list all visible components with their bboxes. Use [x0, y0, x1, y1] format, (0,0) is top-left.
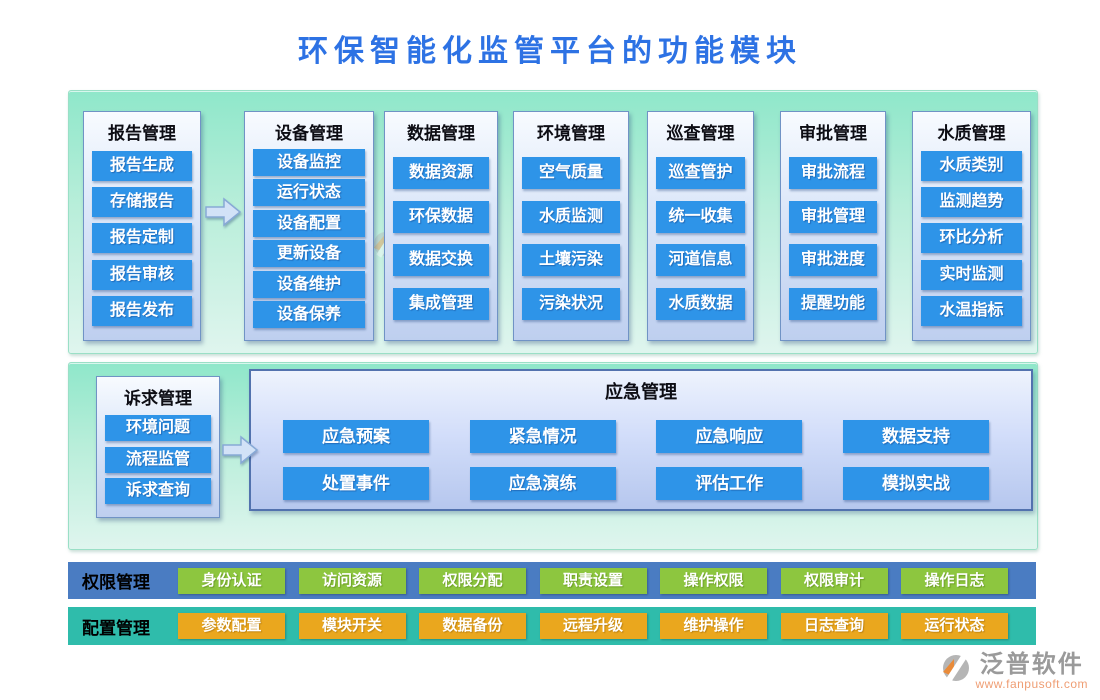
- module-item-button[interactable]: 环比分析: [921, 223, 1022, 254]
- module-column-header: 巡查管理: [666, 124, 735, 143]
- config-item-button[interactable]: 日志查询: [780, 613, 888, 639]
- module-column: 巡查管理 巡查管护统一收集河道信息水质数据: [647, 111, 754, 341]
- module-item-button[interactable]: 河道信息: [656, 244, 745, 277]
- appeal-item-button[interactable]: 流程监管: [105, 446, 211, 473]
- appeal-item-button[interactable]: 诉求查询: [105, 477, 211, 504]
- module-item-button[interactable]: 水温指标: [921, 295, 1022, 326]
- module-item-button[interactable]: 审批进度: [789, 244, 877, 277]
- emergency-item-button[interactable]: 紧急情况: [469, 420, 616, 453]
- module-item-button[interactable]: 设备维护: [253, 270, 365, 298]
- permission-item-button[interactable]: 身份认证: [178, 567, 285, 594]
- module-item-button[interactable]: 设备监控: [253, 148, 365, 176]
- permission-row: 权限管理 身份认证访问资源权限分配职责设置操作权限权限审计操作日志: [68, 562, 1036, 599]
- module-column-header: 数据管理: [407, 124, 475, 143]
- module-item-button[interactable]: 污染状况: [522, 288, 620, 321]
- emergency-item-button[interactable]: 应急预案: [283, 420, 429, 453]
- module-column: 审批管理 审批流程审批管理审批进度提醒功能: [780, 111, 886, 341]
- module-column-header: 环境管理: [537, 124, 605, 143]
- module-item-button[interactable]: 巡查管护: [656, 156, 745, 189]
- page-title: 环保智能化监管平台的功能模块: [298, 35, 802, 68]
- permission-item-button[interactable]: 职责设置: [539, 567, 647, 594]
- emergency-item-button[interactable]: 应急演练: [469, 467, 616, 500]
- config-row-label: 配置管理: [82, 618, 150, 638]
- emergency-item-button[interactable]: 数据支持: [842, 420, 989, 453]
- module-column: 环境管理 空气质量水质监测土壤污染污染状况: [513, 111, 629, 341]
- module-item-button[interactable]: 审批流程: [789, 156, 877, 189]
- modules-panel: 报告管理 报告生成存储报告报告定制报告审核报告发布 设备管理 设备监控运行状态设…: [68, 90, 1038, 354]
- appeal-emergency-panel: 诉求管理 环境问题流程监管诉求查询 应急管理 应急预案 紧急情况 应急响应 数据支持处…: [68, 362, 1038, 550]
- module-item-button[interactable]: 水质数据: [656, 288, 745, 321]
- module-column: 设备管理 设备监控运行状态设备配置更新设备设备维护设备保养: [244, 111, 374, 341]
- appeal-item-button[interactable]: 环境问题: [105, 415, 211, 442]
- brand-name: 泛普软件: [979, 651, 1084, 678]
- module-column-header: 审批管理: [799, 124, 867, 143]
- module-item-button[interactable]: 环保数据: [393, 200, 489, 233]
- permission-item-button[interactable]: 操作权限: [660, 567, 767, 594]
- permission-item-button[interactable]: 权限审计: [780, 567, 888, 594]
- module-item-button[interactable]: 报告定制: [92, 223, 192, 254]
- appeal-column-header: 诉求管理: [124, 389, 192, 408]
- permission-row-label: 权限管理: [82, 573, 150, 592]
- module-item-button[interactable]: 数据交换: [393, 244, 489, 277]
- module-item-button[interactable]: 实时监测: [921, 259, 1022, 290]
- module-item-button[interactable]: 设备配置: [253, 209, 365, 237]
- emergency-panel: 应急管理 应急预案 紧急情况 应急响应 数据支持处置事件 应急演练 评估工作 模拟实战: [249, 369, 1033, 511]
- config-item-button[interactable]: 运行状态: [901, 613, 1008, 639]
- module-item-button[interactable]: 水质类别: [921, 151, 1022, 182]
- module-column-header: 水质管理: [937, 124, 1006, 143]
- config-row: 配置管理 参数配置模块开关数据备份远程升级维护操作日志查询运行状态: [68, 607, 1036, 645]
- emergency-item-button[interactable]: 评估工作: [656, 467, 803, 500]
- fanpu-logo-icon: [943, 654, 970, 683]
- config-item-button[interactable]: 维护操作: [660, 613, 767, 639]
- emergency-item-button[interactable]: 处置事件: [283, 467, 429, 500]
- module-item-button[interactable]: 报告生成: [92, 151, 192, 182]
- emergency-item-button[interactable]: 应急响应: [656, 420, 803, 453]
- appeal-column: 诉求管理 环境问题流程监管诉求查询: [96, 376, 220, 518]
- module-item-button[interactable]: 审批管理: [789, 200, 877, 233]
- config-item-button[interactable]: 模块开关: [298, 613, 406, 639]
- module-item-button[interactable]: 监测趋势: [921, 187, 1022, 218]
- permission-item-button[interactable]: 访问资源: [298, 567, 406, 594]
- arrow-right-icon: [222, 435, 259, 465]
- module-item-button[interactable]: 运行状态: [253, 179, 365, 207]
- module-item-button[interactable]: 报告发布: [92, 295, 192, 326]
- module-item-button[interactable]: 土壤污染: [522, 244, 620, 277]
- brand-url: www.fanpusoft.com: [975, 677, 1088, 691]
- module-item-button[interactable]: 水质监测: [522, 200, 620, 233]
- module-column: 报告管理 报告生成存储报告报告定制报告审核报告发布: [83, 111, 201, 341]
- config-item-button[interactable]: 数据备份: [419, 613, 526, 639]
- emergency-item-button[interactable]: 模拟实战: [842, 467, 989, 500]
- module-item-button[interactable]: 报告审核: [92, 259, 192, 290]
- config-item-button[interactable]: 远程升级: [539, 613, 647, 639]
- module-column-header: 设备管理: [275, 124, 343, 143]
- brand-logo: 泛普软件 www.fanpusoft.com: [940, 652, 1088, 691]
- module-column: 水质管理 水质类别监测趋势环比分析实时监测水温指标: [912, 111, 1031, 341]
- module-item-button[interactable]: 提醒功能: [789, 288, 877, 321]
- module-item-button[interactable]: 空气质量: [522, 156, 620, 189]
- permission-item-button[interactable]: 操作日志: [901, 567, 1008, 594]
- permission-item-button[interactable]: 权限分配: [419, 567, 526, 594]
- module-item-button[interactable]: 更新设备: [253, 240, 365, 268]
- arrow-right-icon: [205, 197, 242, 227]
- module-item-button[interactable]: 集成管理: [393, 288, 489, 321]
- module-item-button[interactable]: 统一收集: [656, 200, 745, 233]
- module-column: 数据管理 数据资源环保数据数据交换集成管理: [384, 111, 498, 341]
- module-item-button[interactable]: 存储报告: [92, 187, 192, 218]
- config-item-button[interactable]: 参数配置: [178, 613, 285, 639]
- module-item-button[interactable]: 数据资源: [393, 156, 489, 189]
- module-item-button[interactable]: 设备保养: [253, 301, 365, 329]
- emergency-title: 应急管理: [605, 382, 677, 402]
- module-column-header: 报告管理: [108, 124, 176, 143]
